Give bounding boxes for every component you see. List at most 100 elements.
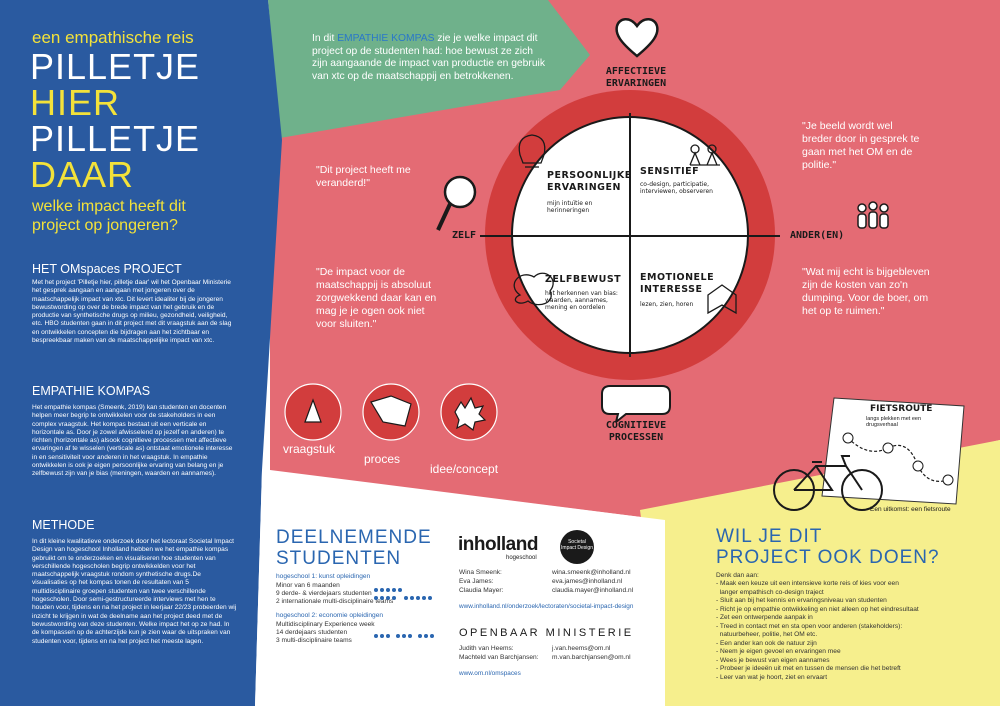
- quote-3: "Je beeld wordt wel breder door in gespr…: [802, 120, 920, 171]
- contact-5-name: Machteld van Barchjansen:: [459, 654, 539, 661]
- heart-icon: [615, 18, 659, 58]
- cta-item: - Probeer je ideeën uit met en tussen de…: [716, 665, 901, 672]
- axis-bottom-label: COGNITIEVE PROCESSEN: [605, 420, 667, 443]
- school-2-line-2: 14 derdejaars studenten: [276, 629, 348, 636]
- students-heading-2: STUDENTEN: [276, 548, 402, 569]
- inholland-logo: inholland: [458, 534, 538, 555]
- cta-intro: Denk dan aan:: [716, 572, 759, 579]
- cta-item: - Richt je op empathie ontwikkeling en n…: [716, 605, 919, 613]
- route-sub: langs plekken met een drugsverhaal: [866, 416, 922, 428]
- cta-list: - Maak een keuze uit een intensieve kort…: [716, 580, 986, 682]
- section-heading-methode: METHODE: [32, 518, 95, 532]
- yellow-panel: [640, 440, 1000, 706]
- quadrant-sub-2: co-design, participatie, interviewen, ob…: [640, 181, 713, 195]
- section-heading-kompas: EMPATHIE KOMPAS: [32, 384, 151, 398]
- section-text-methode: In dit kleine kwalitatieve onderzoek doo…: [32, 538, 237, 645]
- school-1-line-1: Minor van 6 maanden: [276, 582, 340, 589]
- section-text-omspaces: Met het project 'Pilletje hier, pilletje…: [32, 279, 232, 345]
- inholland-link[interactable]: www.inholland.nl/onderzoek/lectoraten/so…: [459, 603, 634, 610]
- cta-heading-2: PROJECT OOK DOEN?: [716, 547, 940, 568]
- route-title: FIETSROUTE: [870, 404, 933, 414]
- empathy-compass: [480, 90, 780, 380]
- quote-1: "Dit project heeft me veranderd!": [316, 164, 411, 189]
- route-card: [821, 397, 965, 505]
- title-line-4: DAAR: [30, 154, 135, 195]
- book-icon: [707, 284, 737, 315]
- school-2-line-1: Multidisciplinary Experience week: [276, 621, 375, 628]
- cta-item: - Zet een ontwerpende aanpak in: [716, 614, 813, 621]
- contact-4-name: Judith van Heems:: [459, 645, 514, 652]
- om-logo: OPENBAAR MINISTERIE: [459, 627, 634, 639]
- route-caption: Een uitkomst: een fietsroute: [870, 506, 951, 513]
- quadrant-title-3: ZELFBEWUST: [545, 274, 622, 285]
- contact-3-email: claudia.mayer@inholland.nl: [552, 587, 634, 594]
- cone-icon: [304, 398, 322, 423]
- bicycle-icon: [773, 455, 883, 511]
- students-heading: DEELNEMENDE STUDENTEN: [276, 527, 432, 569]
- quadrant-title-4: EMOTIONELE INTERESSE: [640, 272, 715, 295]
- quote-4: "Wat mij echt is bijgebleven zijn de kos…: [802, 266, 930, 317]
- contact-1-email: wina.smeenk@inholland.nl: [552, 569, 631, 576]
- intro-after: zie je welke impact dit project op de st…: [312, 33, 545, 82]
- title-line-1: PILLETJE: [30, 46, 201, 87]
- cta-item: langer empathisch co-design traject: [716, 588, 824, 596]
- intro-keyword: EMPATHIE KOMPAS: [337, 33, 435, 44]
- cta-heading-1: WIL JE DIT: [716, 526, 823, 547]
- speech-bubble-icon: [601, 385, 671, 422]
- cta-item: natuurbeheer, politie, het OM etc.: [716, 631, 818, 638]
- cta-heading: WIL JE DIT PROJECT OOK DOEN?: [716, 526, 940, 568]
- contact-2-name: Eva James:: [459, 578, 494, 585]
- title-line-2: HIER: [30, 82, 121, 123]
- cta-item: - Neem je eigen gevoel en ervaringen mee: [716, 648, 841, 655]
- axis-top-label: AFFECTIEVE ERVARINGEN: [605, 66, 667, 89]
- contact-1-name: Wina Smeenk:: [459, 569, 502, 576]
- school-1-line-2: 9 derde- & vierdejaars studenten: [276, 590, 372, 597]
- tagline: een empathische reis: [32, 28, 194, 47]
- school-2-line-3: 3 multi-disciplinaire teams: [276, 637, 352, 644]
- cta-item: - Treed in contact met en sta open voor …: [716, 622, 903, 630]
- map-icon: [370, 395, 412, 427]
- sid-logo-text: Societal Impact Design: [561, 539, 593, 551]
- main-question: welke impact heeft dit project op jonger…: [32, 198, 186, 234]
- contact-2-email: eva.james@inholland.nl: [552, 578, 623, 585]
- icon-label-proces: proces: [364, 452, 401, 466]
- cta-item: - Maak een keuze uit een intensieve kort…: [716, 580, 899, 587]
- blue-column: [0, 0, 282, 706]
- contact-3-name: Claudia Mayer:: [459, 587, 504, 594]
- cta-item: - Wees je bewust van eigen aannames: [716, 656, 830, 664]
- school-1: hogeschool 1: kunst opleidingen: [276, 573, 371, 580]
- contact-5-email: m.van.barchjansen@om.nl: [552, 654, 631, 661]
- icon-circles: [284, 383, 498, 441]
- lightbulb-icon: [518, 134, 546, 164]
- magnifier-icon: [436, 175, 477, 231]
- inholland-sub: hogeschool: [506, 555, 537, 561]
- axis-left-label: ZELF: [452, 230, 477, 241]
- idea-burst-icon: [454, 396, 487, 432]
- cta-item: - Leer van wat je hoort, ziet en ervaart: [716, 673, 828, 681]
- cta-item: - Een ander kan ook de natuur zijn: [716, 639, 817, 647]
- quadrant-title-1: PERSOONLIJKE ERVARINGEN: [547, 170, 632, 193]
- quote-2: "De impact voor de maatschappij is absol…: [316, 266, 437, 330]
- intro-text: In dit EMPATHIE KOMPAS zie je welke impa…: [312, 33, 547, 83]
- intro-before: In dit: [312, 33, 338, 44]
- section-heading-omspaces: HET OMspaces PROJECT: [32, 262, 182, 276]
- quadrant-sub-3: het herkennen van bias: waarden, aanname…: [545, 290, 618, 311]
- icon-label-vraagstuk: vraagstuk: [283, 442, 336, 456]
- school-1-line-3: 2 internationale multi-disciplinaire tea…: [276, 598, 394, 605]
- people-group-icon: [857, 201, 889, 229]
- student-figures-icon: [374, 588, 434, 638]
- cta-item: - Sluit aan bij het kennis en ervaringsn…: [716, 597, 887, 604]
- icon-label-idee: idee/concept: [430, 462, 499, 476]
- school-2: hogeschool 2: economie opleidingen: [276, 612, 384, 619]
- axis-right-label: ANDER(EN): [790, 230, 845, 241]
- quadrant-sub-4: lezen, zien, horen: [640, 301, 694, 308]
- green-panel: [268, 0, 590, 138]
- sid-logo: Societal Impact Design: [560, 530, 594, 564]
- thought-cloud-icon: [513, 272, 554, 306]
- students-heading-1: DEELNEMENDE: [276, 527, 432, 548]
- quadrant-sub-1: mijn intuïtie en herinneringen: [547, 200, 593, 214]
- title-line-3: PILLETJE: [30, 118, 201, 159]
- contact-4-email: j.van.heems@om.nl: [552, 645, 611, 652]
- section-text-kompas: Het empathie kompas (Smeenk, 2019) kan s…: [32, 404, 233, 478]
- om-link[interactable]: www.om.nl/omspaces: [459, 670, 521, 677]
